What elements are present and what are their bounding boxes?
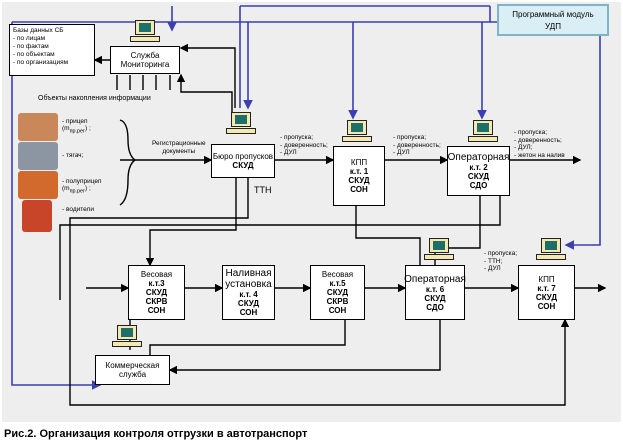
udp-module-box: Программный модуль УДП <box>497 4 609 36</box>
op2-line1: Операторная <box>447 152 510 163</box>
vehicle-trailer-label: - прицеп(mпр.рег) ; <box>62 118 91 135</box>
computer-icon <box>424 238 454 262</box>
monitoring-service-box: Служба Мониторинга <box>110 46 180 74</box>
kpp1-line2: к.т. 1 <box>349 167 369 176</box>
computer-icon <box>130 20 160 44</box>
scales-3-box: Весовая к.т.3 СКУД СКРВ СОН <box>128 265 185 320</box>
op2-line2: к.т. 2 <box>469 163 488 172</box>
op6-line1: Операторная <box>404 273 466 285</box>
naliv-line4: СКУД <box>237 299 260 308</box>
op2-line3: СКУД <box>467 172 490 181</box>
db-item: - по объектам <box>13 51 55 58</box>
vehicle-drivers-label: - водители <box>62 206 94 213</box>
ves3-line4: СКРВ <box>145 297 168 306</box>
computer-icon <box>536 238 566 262</box>
udp-subtitle: УДП <box>545 22 561 31</box>
db-item: - по фактам <box>13 43 49 50</box>
db-item: - по лицам <box>13 35 46 42</box>
docs-list-2: - пропуска;- доверенность;- ДУЛ <box>393 134 441 156</box>
op2-line4: СДО <box>469 181 488 190</box>
bureau-line2: СКУД <box>232 161 254 170</box>
ttn-label: ТТН <box>254 185 272 195</box>
tractor-image <box>18 142 58 170</box>
kpp7-line4: СОН <box>537 301 556 311</box>
vehicle-tractor-label: - тягач; <box>62 152 84 159</box>
ves5-line4: СКРВ <box>326 297 349 306</box>
db-item: - по организациям <box>13 59 69 66</box>
objects-label: Объекты накопления информации <box>38 95 151 102</box>
op6-line4: СДО <box>426 302 444 312</box>
vehicle-semitrailer-label: - полуприцеп(mпр.рег) ; <box>62 178 102 195</box>
kpp7-line3: СКУД <box>535 292 558 302</box>
docs-list-4: - пропуска;- ТТН;- ДУЛ <box>484 250 518 272</box>
scales-5-box: Весовая к.т.5 СКУД СКРВ СОН <box>310 265 365 320</box>
operator-room-6-box: Операторная к.т. 6 СКУД СДО <box>404 265 466 320</box>
loading-unit-4-box: Наливная установка к.т. 4 СКУД СОН <box>222 265 275 320</box>
kpp1-line3: СКУД <box>348 176 370 185</box>
docs-list-1: - пропуска;- доверенность;- ДУЛ <box>280 134 328 156</box>
operator-room-2-box: Операторная к.т. 2 СКУД СДО <box>447 146 510 196</box>
computer-icon <box>342 120 372 144</box>
kpp-1-box: КПП к.т. 1 СКУД СОН <box>333 146 385 206</box>
monitoring-line2: Мониторинга <box>120 60 170 69</box>
op6-line2: к.т. 6 <box>425 284 445 294</box>
monitoring-line1: Служба <box>130 51 160 60</box>
ves3-line3: СКУД <box>145 288 168 297</box>
computer-icon <box>112 325 142 349</box>
commercial-service-box: Коммерческая служба <box>95 355 170 385</box>
ves5-line3: СКУД <box>326 288 349 297</box>
naliv-line2: установка <box>225 279 272 290</box>
ves5-line2: к.т.5 <box>329 279 346 288</box>
kpp-7-box: КПП к.т. 7 СКУД СОН <box>518 265 575 320</box>
naliv-line1: Наливная <box>225 268 272 279</box>
commerce-line2: служба <box>118 370 147 379</box>
ves3-line1: Весовая <box>140 270 173 279</box>
pass-bureau-box: Бюро пропусков СКУД <box>211 144 275 178</box>
naliv-line5: СОН <box>239 308 258 317</box>
kpp7-line1: КПП <box>538 274 555 284</box>
figure-caption: Рис.2. Организация контроля отгрузки в а… <box>4 428 308 440</box>
kpp7-line2: к.т. 7 <box>537 283 556 293</box>
db-title: Базы данных СБ <box>13 27 64 34</box>
drivers-image <box>22 200 52 232</box>
kpp1-line1: КПП <box>350 158 368 167</box>
op6-line3: СКУД <box>424 293 446 303</box>
naliv-line3: к.т. 4 <box>239 290 258 299</box>
security-databases-box: Базы данных СБ - по лицам - по фактам - … <box>9 24 95 76</box>
ves3-line5: СОН <box>147 306 166 315</box>
ves5-line5: СОН <box>328 306 347 315</box>
ves3-line2: к.т.3 <box>148 279 165 288</box>
udp-title: Программный модуль <box>512 10 594 19</box>
ves5-line1: Весовая <box>321 270 354 279</box>
computer-icon <box>226 112 256 136</box>
kpp1-line4: СОН <box>350 185 368 194</box>
diagram-panel <box>2 2 621 422</box>
semitrailer-image <box>18 171 58 199</box>
docs-list-3: - пропуска;- доверенность;- ДУЛ;- жетон … <box>514 129 565 159</box>
computer-icon <box>468 120 498 144</box>
trailer-image <box>18 113 58 141</box>
commerce-line1: Коммерческая <box>105 361 160 370</box>
bureau-line1: Бюро пропусков <box>212 152 274 161</box>
